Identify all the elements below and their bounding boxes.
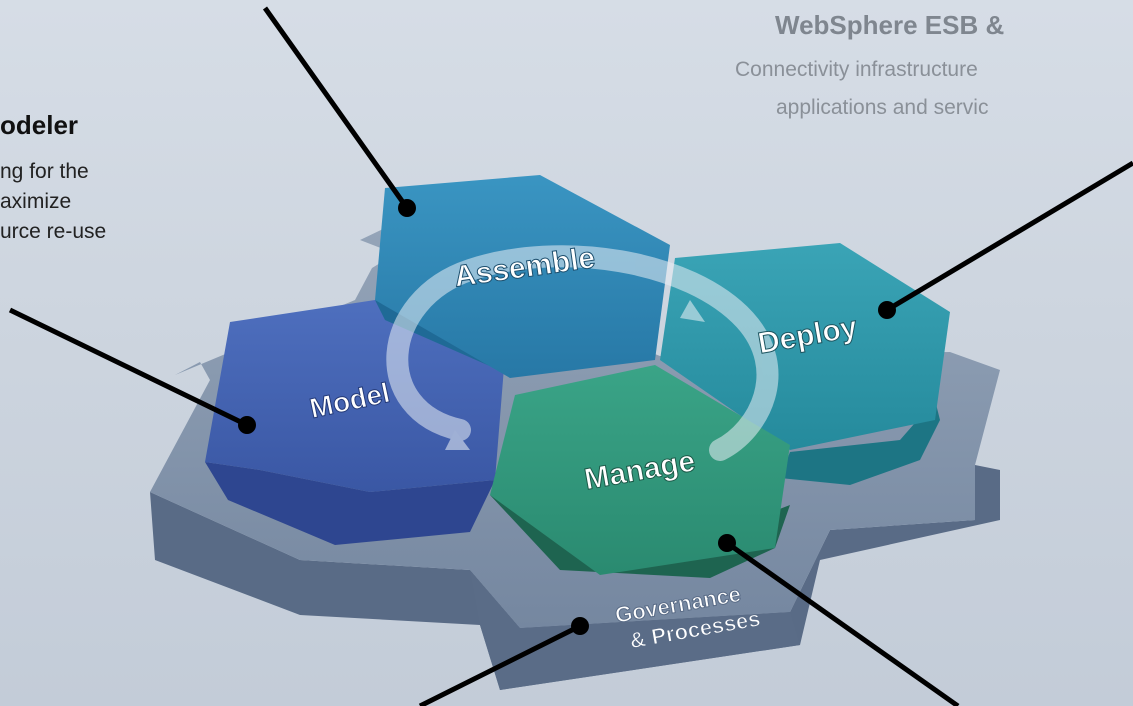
manage-connector-dot	[718, 534, 736, 552]
modeler-description-line: urce re-use	[0, 220, 107, 243]
assemble-connector-line	[262, 6, 410, 210]
callout-connectors	[8, 6, 1133, 706]
modeler-description-line: ng for the	[0, 160, 89, 183]
manage-connector-line	[725, 540, 960, 706]
manage-hexagon-face	[490, 365, 790, 575]
cycle-arrowhead	[445, 430, 470, 450]
model-connector-line	[8, 307, 249, 428]
cycle-arrow-path	[386, 245, 779, 461]
esb-description-line: Connectivity infrastructure	[735, 58, 978, 81]
deploy-connector-line	[885, 160, 1133, 313]
base-platform-front-face	[470, 570, 800, 690]
esb-description-line: applications and servic	[776, 96, 989, 119]
hexagon-model	[205, 300, 505, 545]
model-hexagon-side	[205, 462, 495, 545]
model-hexagon-face	[205, 300, 505, 492]
governance-connector-dot	[571, 617, 589, 635]
model-connector-dot	[238, 416, 256, 434]
esb-title: WebSphere ESB &	[775, 10, 1005, 40]
cycle-arrowhead	[680, 300, 705, 322]
modeler-title: odeler	[0, 110, 79, 140]
cycle-arrow	[386, 245, 779, 461]
governance-connector-line	[418, 623, 582, 706]
assemble-connector-dot	[398, 199, 416, 217]
deploy-hexagon-side	[780, 400, 940, 485]
assemble-hexagon-face	[375, 175, 670, 378]
modeler-description-line: aximize	[0, 190, 72, 213]
hexagon-manage	[490, 365, 790, 578]
deploy-connector-dot	[878, 301, 896, 319]
callout-connector-dots	[238, 199, 896, 635]
